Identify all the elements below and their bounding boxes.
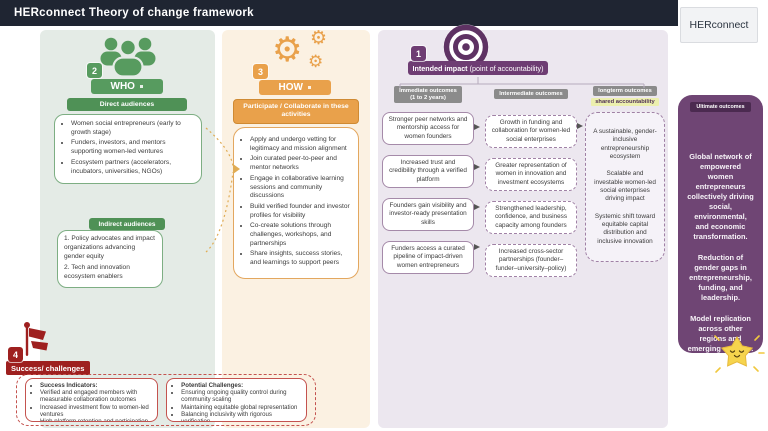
list-item: Women social entrepreneurs (early to gro… — [71, 120, 195, 137]
outcome-box: Stronger peer networks and mentorship ac… — [382, 112, 474, 145]
success-indicators-list: Success Indicators: Verified and engaged… — [28, 382, 151, 421]
outcome-box: Founders gain visibility and investor-re… — [382, 197, 474, 231]
dot-icon — [139, 84, 144, 89]
step-number-how: 3 — [252, 63, 269, 80]
list-item: Funders, investors, and mentors supporti… — [71, 139, 195, 156]
dot-icon — [307, 85, 312, 90]
list-item: Ecosystem partners (accelerators, incuba… — [71, 159, 195, 176]
step-number-success: 4 — [7, 346, 24, 363]
who-title-bar: WHO — [91, 79, 163, 94]
immediate-outcomes-header: Immediate outcomes (1 to 2 years) — [382, 86, 474, 108]
how-label: HOW — [278, 82, 303, 93]
list-item: Balancing inclusivity with rigorous veri… — [181, 411, 300, 421]
list-item: High platform retention and participatio… — [40, 418, 151, 421]
list-item: 1. Policy advocates and impact organizat… — [64, 235, 155, 260]
list-item: Join curated peer-to-peer and mentor net… — [250, 155, 352, 172]
app-header: HERconnect Theory of change framework — [0, 0, 678, 26]
list-item: Engage in collaborative learning session… — [250, 175, 352, 201]
list-item: Co-create solutions through challenges, … — [250, 222, 352, 248]
longterm-outcomes-header: longterm outcomes shared accountability — [585, 86, 665, 108]
step-number-impact: 1 — [410, 45, 427, 62]
section-intended-impact: 1 Intended impact (point of accountabili… — [378, 24, 668, 428]
success-indicators-card: Success Indicators: Verified and engaged… — [25, 378, 159, 422]
outcome-box: Growth in funding and collaboration for … — [485, 115, 577, 148]
outcome-box: Greater representation of women in innov… — [485, 157, 577, 191]
list-item: Ensuring ongoing quality control during … — [181, 389, 300, 403]
success-challenges-label: Success/ challenges — [6, 361, 91, 375]
direct-audiences-badge: Direct audiences — [67, 98, 187, 111]
intermediate-outcomes-badge: Intermediate outcomes — [494, 89, 568, 100]
direct-audiences-card: Women social entrepreneurs (early to gro… — [54, 114, 202, 185]
immediate-label: Immediate outcomes — [399, 87, 457, 94]
potential-challenges-heading: Potential Challenges: — [181, 382, 300, 389]
outcome-box: Increased trust and credibility through … — [382, 154, 474, 188]
longterm-item: A sustainable, gender-inclusive entrepre… — [593, 128, 657, 161]
potential-challenges-list: Potential Challenges: Ensuring ongoing q… — [169, 382, 300, 421]
ultimate-outcomes-badge: Ultimate outcomes — [690, 102, 751, 112]
activities-card: Apply and undergo vetting for legitimacy… — [233, 127, 359, 279]
ultimate-outcomes-text: Global network of empowered women entrep… — [678, 152, 763, 354]
direct-audiences-list: Women social entrepreneurs (early to gro… — [57, 120, 195, 176]
immediate-sublabel: (1 to 2 years) — [410, 94, 446, 101]
section-how: ⚙ ⚙ ⚙ 3 HOW Participate / Collaborate in… — [222, 28, 370, 428]
herconnect-logo: HERconnect — [680, 7, 758, 43]
list-item: Apply and undergo vetting for legitimacy… — [250, 136, 352, 153]
people-icon — [40, 35, 215, 77]
indirect-audiences-list: 1. Policy advocates and impact organizat… — [64, 235, 156, 281]
indirect-audiences-badge: Indirect audiences — [89, 218, 165, 230]
outcome-box: Increased cross-sector partnerships (fou… — [485, 243, 577, 277]
success-indicators-heading: Success Indicators: — [40, 382, 151, 389]
step-number-who: 2 — [86, 62, 103, 79]
intended-impact-title: Intended impact — [412, 63, 468, 73]
ultimate-outcomes-panel: Ultimate outcomes Global network of empo… — [678, 95, 763, 353]
immediate-outcomes-column: Immediate outcomes (1 to 2 years) Strong… — [382, 86, 474, 284]
ultimate-paragraph: Reduction of gender gaps in entrepreneur… — [689, 252, 752, 302]
how-title-bar: HOW — [259, 80, 331, 95]
shared-accountability-badge: shared accountability — [591, 97, 659, 106]
outcome-box: Strengthened leadership, confidence, and… — [485, 200, 577, 234]
outcome-box: Funders access a curated pipeline of imp… — [382, 240, 474, 274]
gear-small-icon: ⚙ — [310, 28, 328, 49]
gears-icon: ⚙ — [272, 31, 303, 69]
longterm-outcomes-column: longterm outcomes shared accountability … — [585, 86, 665, 262]
intended-impact-bar: Intended impact (point of accountability… — [408, 61, 548, 75]
list-item: Verified and engaged members with measur… — [40, 389, 151, 403]
immediate-outcomes-badge: Immediate outcomes (1 to 2 years) — [394, 86, 462, 104]
longterm-item: Systemic shift toward equitable capital … — [594, 212, 656, 245]
page-title: HERconnect Theory of change framework — [14, 7, 254, 19]
list-item: Increased investment flow to women-led v… — [40, 404, 151, 418]
participate-badge: Participate / Collaborate in these activ… — [233, 99, 359, 124]
who-label: WHO — [110, 81, 135, 92]
intermediate-outcomes-header: Intermediate outcomes — [485, 86, 577, 111]
star-face-icon — [710, 324, 766, 385]
intermediate-outcomes-column: Intermediate outcomes Growth in funding … — [485, 86, 577, 287]
longterm-outcomes-badge: longterm outcomes — [593, 86, 657, 97]
list-item: Build verified founder and investor prof… — [250, 203, 352, 220]
list-item: 2. Tech and innovation ecosystem enabler… — [64, 263, 130, 280]
list-item: Maintaining equitable global representat… — [181, 404, 300, 411]
longterm-item: Scalable and investable women-led social… — [594, 170, 656, 203]
list-item: Share insights, success stories, and lea… — [250, 250, 352, 267]
indirect-audiences-card: 1. Policy advocates and impact organizat… — [57, 230, 163, 289]
ultimate-paragraph: Global network of empowered women entrep… — [687, 152, 754, 241]
potential-challenges-card: Potential Challenges: Ensuring ongoing q… — [166, 378, 307, 422]
gear-small-icon: ⚙ — [308, 52, 324, 71]
longterm-outcomes-box: A sustainable, gender-inclusive entrepre… — [585, 112, 665, 262]
logo-label: HERconnect — [689, 19, 749, 31]
intended-impact-subtitle: (point of accountability) — [469, 63, 544, 73]
ultimate-paragraph: Model replication across other regions a… — [687, 313, 754, 353]
activities-list: Apply and undergo vetting for legitimacy… — [236, 136, 352, 268]
success-challenges-container: Success Indicators: Verified and engaged… — [16, 374, 316, 426]
flag-icon — [20, 321, 56, 364]
